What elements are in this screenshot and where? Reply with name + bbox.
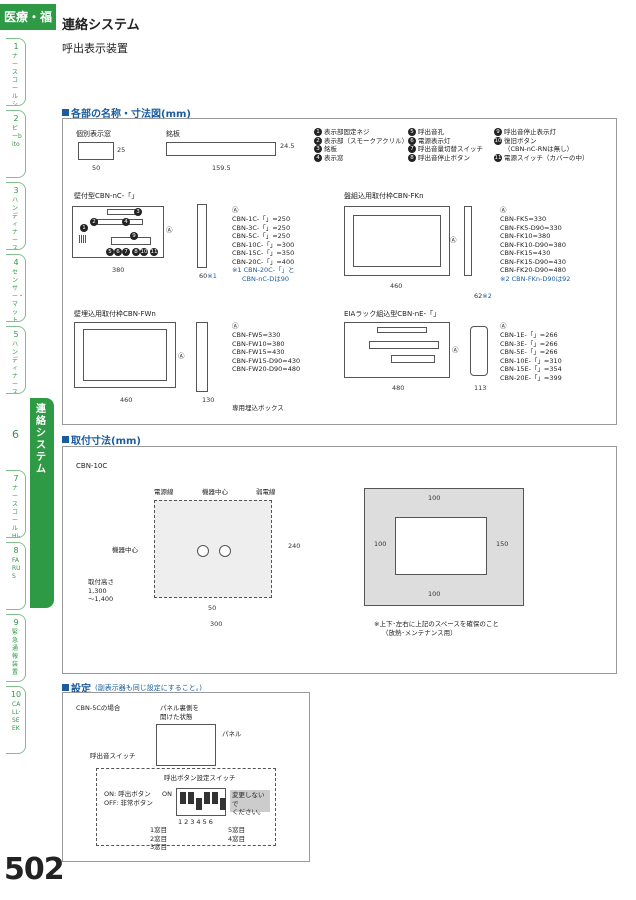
section-parts-heading: 各部の名称・寸法図(mm) bbox=[62, 105, 191, 120]
wall-callouts: 3 2 4 1 9 5 6 7 8 10 11 bbox=[62, 208, 172, 268]
wall-dim-w: 380 bbox=[112, 266, 125, 274]
tab-1[interactable]: 1 ナースコールシステム（病院・施設） bbox=[6, 38, 26, 106]
tab-10[interactable]: 10 CALL·SEEK bbox=[6, 686, 26, 754]
tab-8[interactable]: 8 FARUS bbox=[6, 542, 26, 610]
mount-weak-label: 弱電線 bbox=[256, 488, 276, 496]
parts-box bbox=[62, 118, 617, 425]
flush-dim-w: 460 bbox=[390, 282, 403, 290]
setting-open: パネル裏側を開けた状態 bbox=[160, 704, 199, 721]
mount-dim-240: 240 bbox=[288, 542, 301, 550]
space-drawing bbox=[364, 488, 524, 606]
mount-center-left: 機器中心 bbox=[112, 546, 138, 554]
setting-on-mark: ON bbox=[162, 790, 172, 798]
eia-side-drawing bbox=[470, 326, 488, 376]
embed-a-mark: Ⓐ bbox=[178, 352, 185, 360]
wall-title: 壁付型CBN-nC-「」 bbox=[74, 192, 139, 200]
setting-panel-label: パネル bbox=[222, 730, 242, 738]
tab-5[interactable]: 5 ハンディナースシステム bbox=[6, 326, 26, 394]
mount-model: CBN-10C bbox=[76, 462, 108, 470]
embed-dim-d: 130 bbox=[202, 396, 215, 404]
tab-9[interactable]: 9 緊急通報装置 bbox=[6, 614, 26, 682]
wall-a-label: Ⓐ bbox=[232, 206, 239, 214]
embed-title: 壁埋込用取付枠CBN-FWn bbox=[74, 310, 156, 318]
kobetsu-dim-w: 50 bbox=[92, 164, 101, 172]
mount-dim-50: 50 bbox=[208, 604, 217, 612]
page-title: 連絡システム bbox=[62, 18, 140, 33]
tab-7[interactable]: 7 ナースコール Hi-Smile bbox=[6, 470, 26, 538]
kobetsu-dim-h: 25 bbox=[117, 146, 126, 154]
embed-side-drawing bbox=[196, 322, 208, 392]
tab-4[interactable]: 4 センサー・マットスイッチ bbox=[6, 254, 26, 322]
space-dim-right: 150 bbox=[496, 540, 509, 548]
category-label: 医療・福祉 bbox=[0, 4, 56, 50]
tab-6-num: 6 bbox=[12, 428, 19, 441]
meiban-dim-w: 159.5 bbox=[212, 164, 231, 172]
mount-power-label: 電源線 bbox=[154, 488, 174, 496]
setting-case: CBN-5Cの場合 bbox=[76, 704, 121, 712]
section-setting-heading: 設定(副表示器も同じ設定にすること。) bbox=[62, 680, 202, 695]
page-subtitle: 呼出表示装置 bbox=[62, 42, 128, 55]
tab-6-label: 連絡システム bbox=[36, 404, 46, 475]
embed-box-label: 専用埋込ボックス bbox=[232, 404, 284, 412]
mount-center-label: 機器中心 bbox=[202, 488, 228, 496]
eia-dim-d: 113 bbox=[474, 384, 487, 392]
kobetsu-label: 個別表示窓 bbox=[76, 130, 111, 138]
flush-drawing bbox=[344, 206, 450, 276]
embed-a-label: Ⓐ bbox=[232, 322, 239, 330]
page-number: 502 bbox=[4, 852, 65, 887]
setting-switch-title: 呼出ボタン設定スイッチ bbox=[164, 774, 236, 782]
tab-3[interactable]: 3 ハンディナースコール 在宅介護システム bbox=[6, 182, 26, 250]
space-note: ※上下･左右に上記のスペースを確保のこと（放熱･メンテナンス用） bbox=[374, 620, 499, 637]
meiban-label: 銘板 bbox=[166, 130, 180, 138]
flush-side-drawing bbox=[464, 206, 472, 276]
meiban-dim-h: 24.5 bbox=[280, 142, 295, 150]
tab-2[interactable]: 2 ビーbito bbox=[6, 110, 26, 178]
space-dim-left: 100 bbox=[374, 540, 387, 548]
flush-dim-d: 62※2 bbox=[474, 292, 492, 300]
mount-box bbox=[62, 446, 617, 674]
flush-a-label: Ⓐ bbox=[500, 206, 507, 214]
mount-dim-300: 300 bbox=[210, 620, 223, 628]
flush-a-mark: Ⓐ bbox=[450, 236, 457, 244]
space-dim-bottom: 100 bbox=[428, 590, 441, 598]
embed-dim-w: 460 bbox=[120, 396, 133, 404]
wall-a-mark: Ⓐ bbox=[166, 226, 173, 234]
mount-wall-drawing bbox=[154, 500, 272, 598]
wall-dim-d: 60※1 bbox=[199, 272, 217, 280]
side-index: 医療・福祉 1 ナースコールシステム（病院・施設） 2 ビーbito 3 ハンデ… bbox=[0, 0, 56, 900]
eia-a-mark: Ⓐ bbox=[452, 346, 459, 354]
space-dim-top: 100 bbox=[428, 494, 441, 502]
meiban-drawing bbox=[166, 142, 276, 156]
eia-a-label: Ⓐ bbox=[500, 322, 507, 330]
dip-numbers: 123456 bbox=[178, 818, 215, 826]
eia-title: EIAラック組込型CBN-nE-「」 bbox=[344, 310, 441, 318]
setting-panel-drawing bbox=[156, 724, 216, 766]
eia-drawing bbox=[344, 322, 450, 378]
eia-dim-w: 480 bbox=[392, 384, 405, 392]
kobetsu-drawing bbox=[78, 142, 114, 160]
wall-side-drawing bbox=[197, 204, 207, 268]
dip-switch[interactable] bbox=[176, 788, 226, 816]
setting-bell-label: 呼出音スイッチ bbox=[90, 752, 136, 760]
tab-6-active[interactable] bbox=[30, 398, 54, 608]
setting-box bbox=[62, 692, 310, 862]
section-mount-heading: 取付寸法(mm) bbox=[62, 432, 141, 447]
setting-warning: 変更しないでください。 bbox=[230, 790, 270, 816]
embed-drawing bbox=[74, 322, 176, 388]
flush-title: 盤組込用取付枠CBN-FKn bbox=[344, 192, 424, 200]
